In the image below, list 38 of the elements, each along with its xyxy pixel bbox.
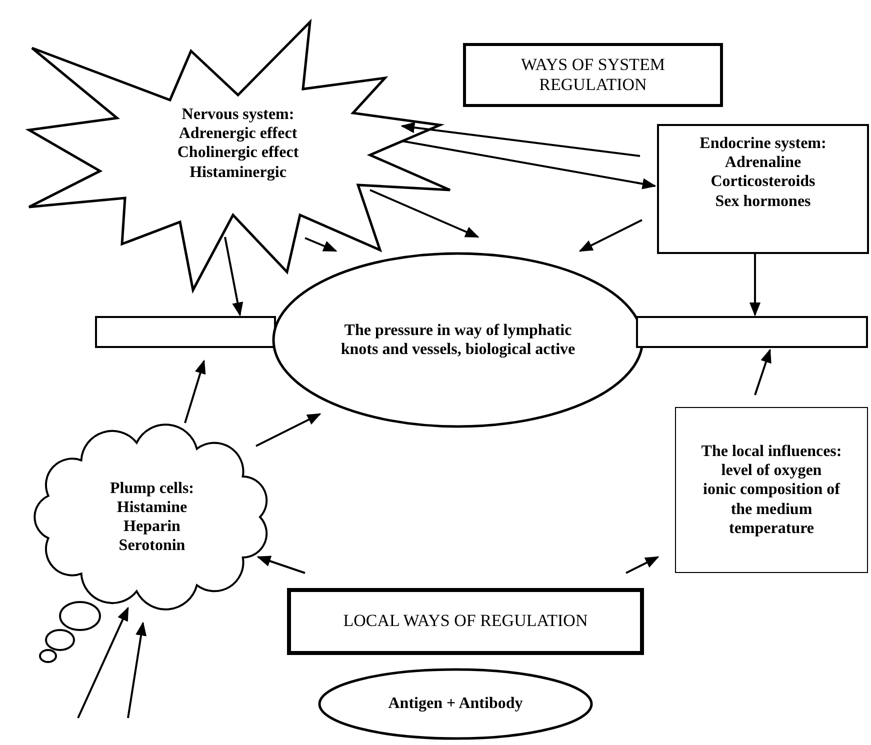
arrow xyxy=(626,556,660,574)
arrow xyxy=(256,556,306,574)
arrow xyxy=(256,413,322,447)
node-text: Sex hormones xyxy=(715,192,811,211)
node-text: Adrenergic effect xyxy=(178,124,298,144)
node-text: The pressure in way of lymphatic knots and vessels, biological active xyxy=(340,320,576,360)
node-text: Adrenaline xyxy=(724,153,802,172)
arrow xyxy=(754,348,772,396)
arrow xyxy=(578,219,642,252)
node-text: Plump cells: xyxy=(110,478,194,498)
bar-shape xyxy=(636,316,868,348)
process-box xyxy=(675,407,868,573)
arrow xyxy=(127,622,147,718)
arrow xyxy=(749,254,761,316)
node-text: Histaminergic xyxy=(188,162,288,182)
arrow xyxy=(402,140,656,190)
node-text: LOCAL WAYS OF REGULATION xyxy=(343,611,588,632)
node-text: Serotonin xyxy=(118,536,186,556)
arrow xyxy=(184,360,206,424)
arrow xyxy=(304,237,338,252)
node-text: temperature xyxy=(729,518,814,538)
arrow xyxy=(400,122,640,157)
node-text: Corticosteroids xyxy=(710,172,816,192)
process-box xyxy=(657,124,869,254)
node-text: Cholinergic effect xyxy=(176,143,300,163)
node-text: Histamine xyxy=(116,498,188,517)
title-box xyxy=(463,43,723,107)
arrow xyxy=(77,606,129,718)
node-text: WAYS OF SYSTEM REGULATION xyxy=(520,54,666,96)
bar-shape xyxy=(95,316,276,348)
arrow xyxy=(224,236,244,316)
node-text: Antigen + Antibody xyxy=(388,694,523,714)
node-text: The local influences: xyxy=(701,442,842,462)
title-box xyxy=(287,588,644,655)
node-text: Endocrine system: xyxy=(700,134,826,154)
node-text: Heparin xyxy=(124,517,180,536)
node-text: level of oxygen xyxy=(721,461,822,480)
node-text: Nervous system: xyxy=(180,105,296,124)
